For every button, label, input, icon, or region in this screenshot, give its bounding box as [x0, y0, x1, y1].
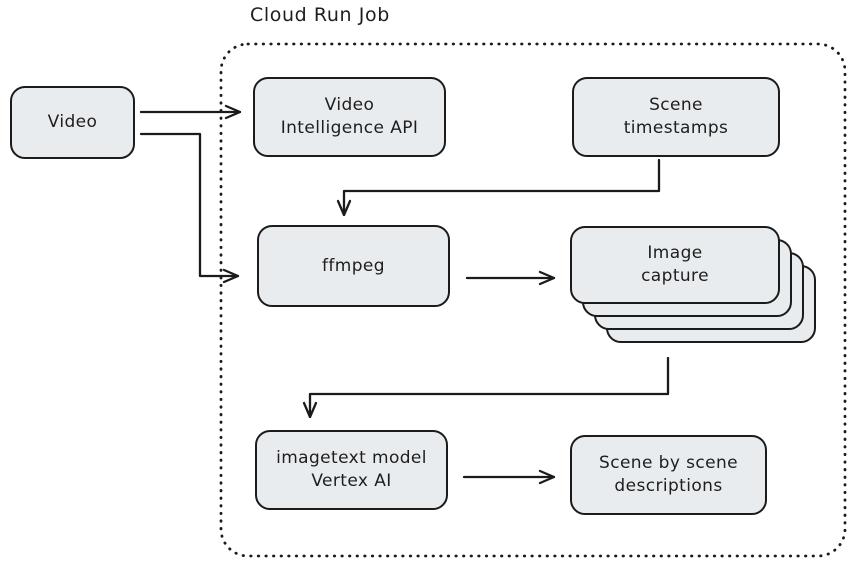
node-scene-by-scene-descriptions-label: Scene by scene descriptions [599, 453, 738, 496]
node-video-intelligence-api-label: Video Intelligence API [280, 95, 419, 138]
edge-image-capture-to-imagetext-model [310, 356, 670, 419]
node-video: Video [10, 86, 135, 159]
node-video-label: Video [47, 112, 98, 133]
node-image-capture: Image capture [570, 226, 780, 304]
node-video-intelligence-api: Video Intelligence API [253, 77, 446, 157]
group-title-cloud-run-job: Cloud Run Job [250, 4, 390, 26]
node-scene-timestamps: Scene timestamps [572, 77, 780, 157]
cloud-run-job-group-border [219, 42, 847, 558]
edge-scene-timestamps-to-ffmpeg [344, 158, 661, 217]
node-ffmpeg: ffmpeg [257, 225, 450, 307]
node-ffmpeg-label: ffmpeg [322, 255, 385, 276]
node-imagetext-model-vertex-ai: imagetext model Vertex AI [255, 430, 448, 510]
node-image-capture-label: Image capture [641, 243, 709, 286]
node-scene-timestamps-label: Scene timestamps [623, 95, 729, 138]
edge-video-to-ffmpeg [139, 132, 240, 276]
node-imagetext-model-vertex-ai-label: imagetext model Vertex AI [276, 448, 427, 491]
node-scene-by-scene-descriptions: Scene by scene descriptions [570, 435, 767, 515]
